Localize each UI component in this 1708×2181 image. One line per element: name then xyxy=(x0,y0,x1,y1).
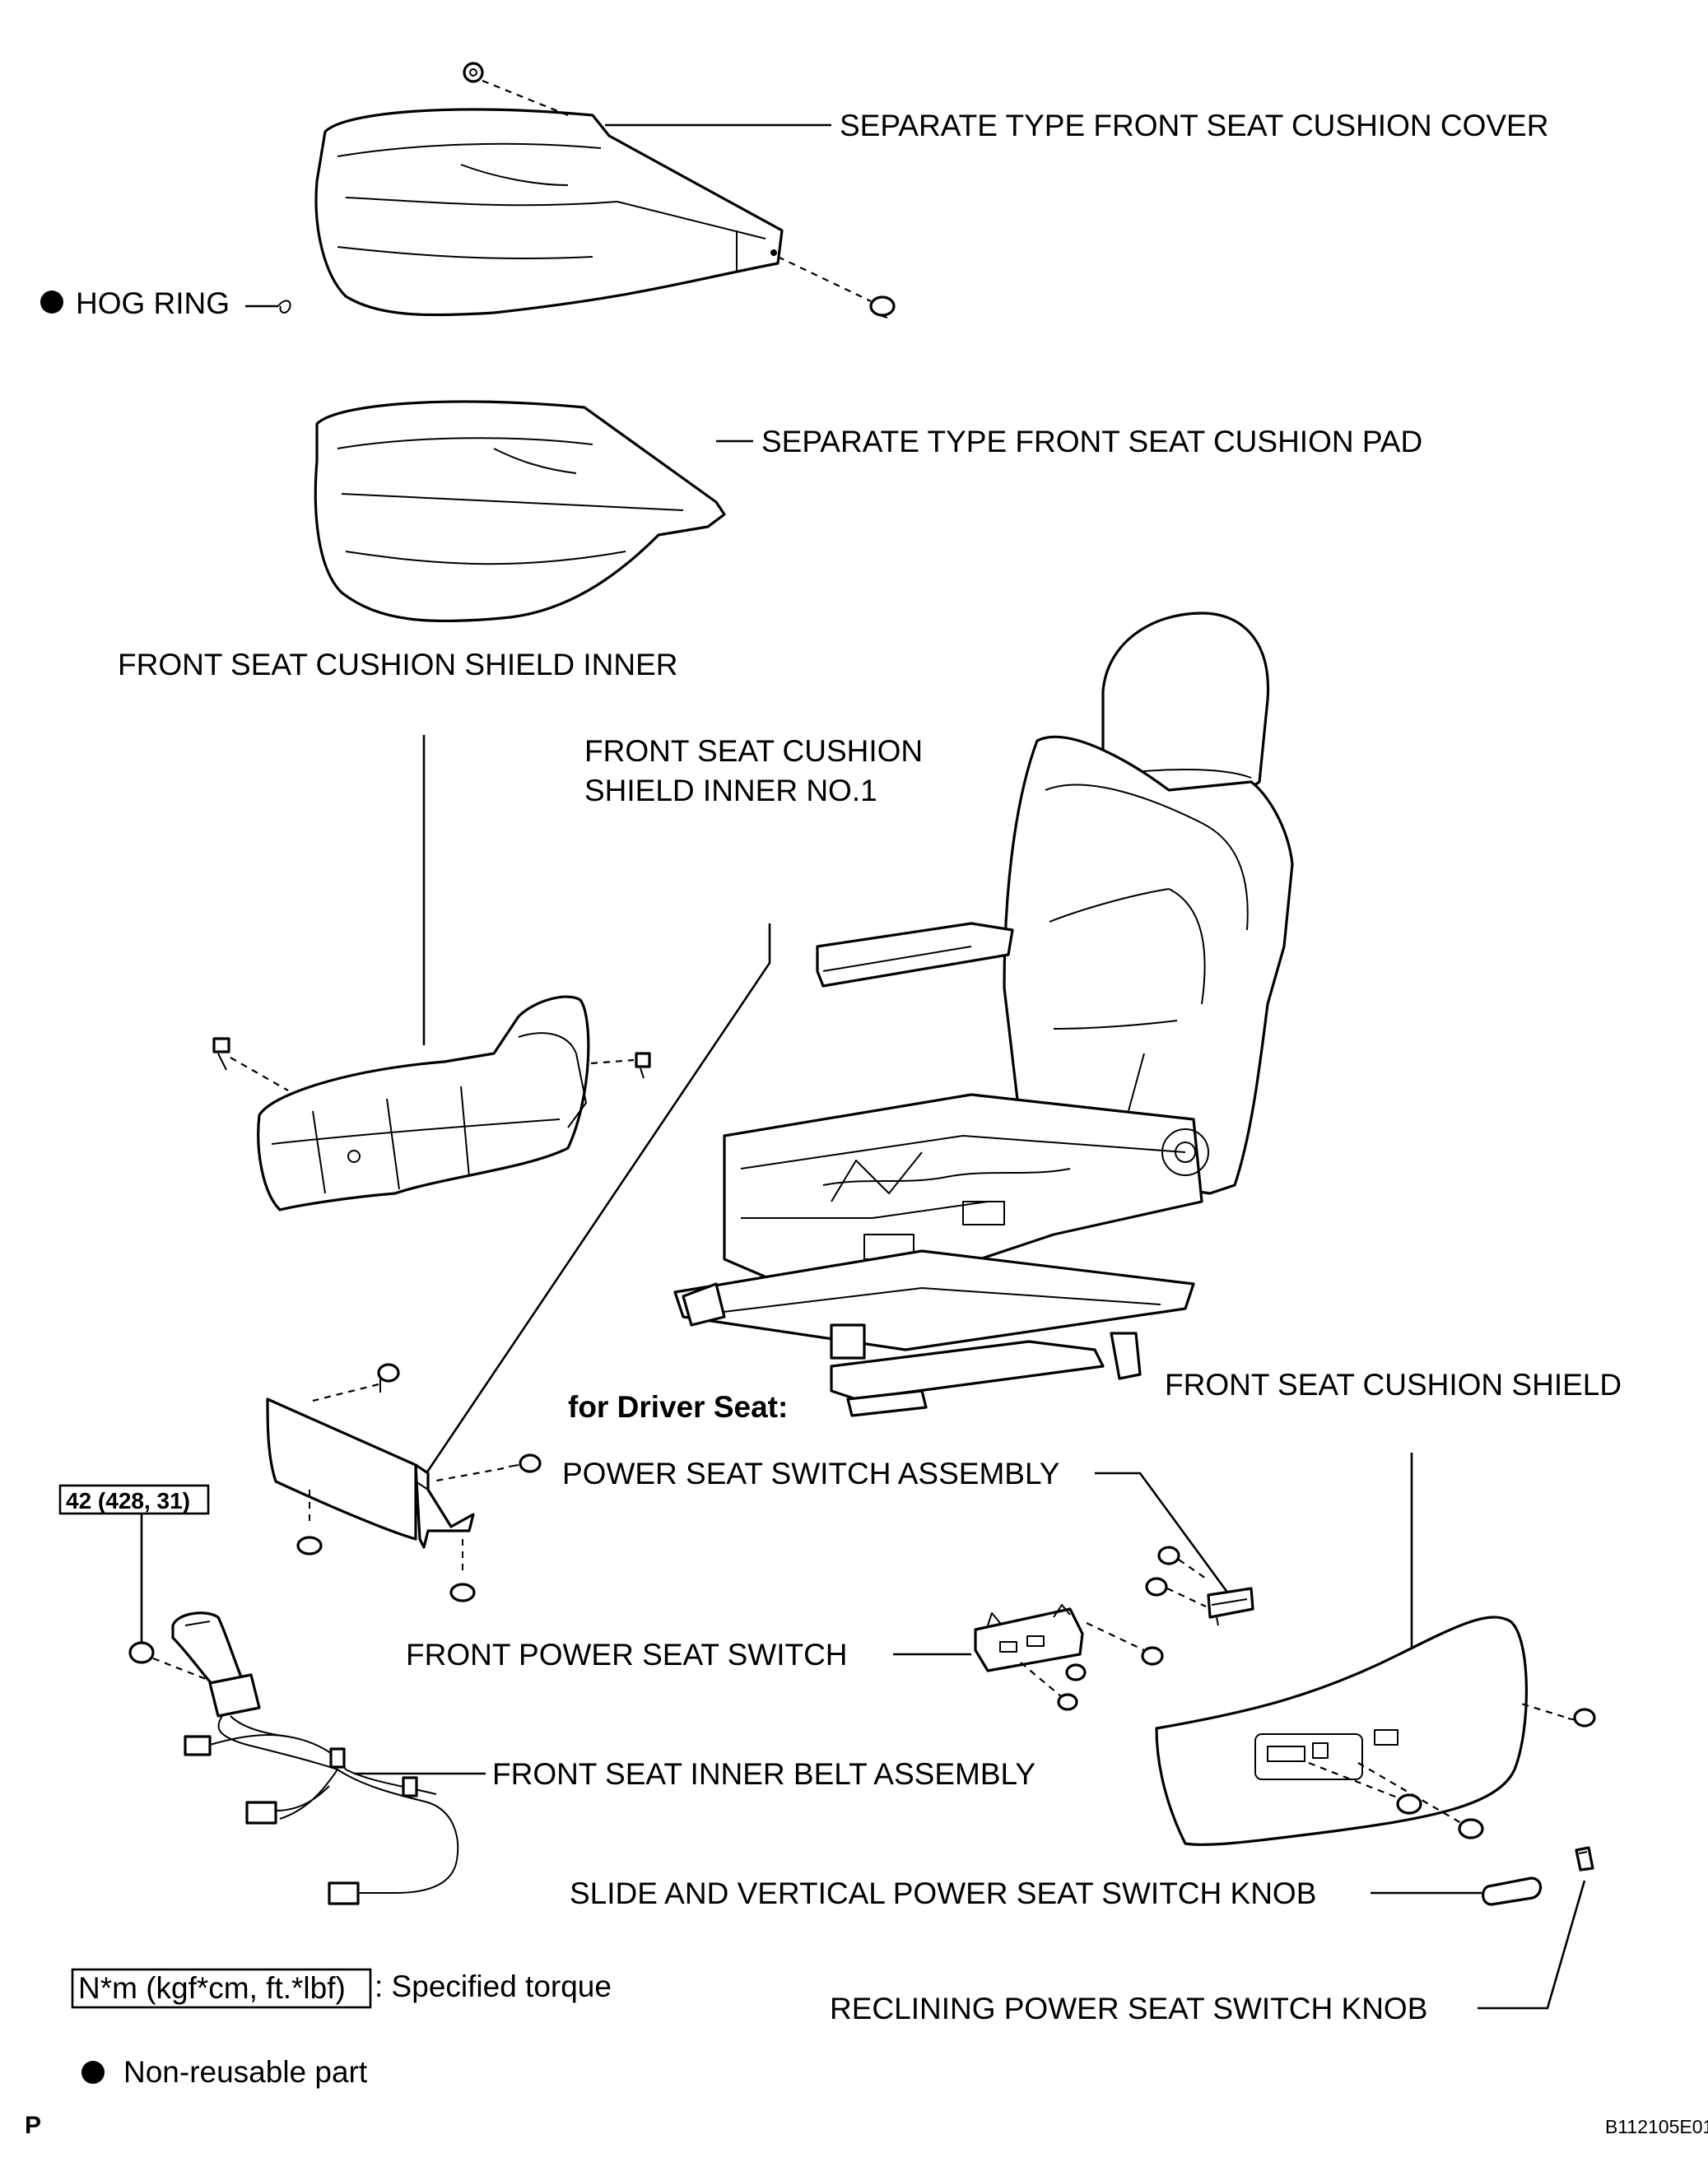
for-driver-seat-label: for Driver Seat: xyxy=(568,1390,788,1424)
shield-inner-no1-screw-right xyxy=(508,1453,542,1473)
shield-inner-screw-left xyxy=(212,1037,230,1071)
inner-belt-assembly-label: FRONT SEAT INNER BELT ASSEMBLY xyxy=(492,1757,1036,1791)
footer-left-mark: P xyxy=(25,2112,41,2139)
power-seat-switch-screw-1 xyxy=(1157,1546,1180,1565)
reclining-knob-part xyxy=(1575,1846,1594,1872)
slide-vertical-knob-label: SLIDE AND VERTICAL POWER SEAT SWITCH KNO… xyxy=(570,1876,1316,1910)
cushion-shield-screw-bottom-left xyxy=(1396,1793,1422,1815)
hog-ring-icon xyxy=(277,300,291,314)
cushion-shield-screw-bottom-right xyxy=(1458,1818,1484,1839)
power-seat-switch-assembly-part xyxy=(1207,1587,1254,1626)
power-seat-switch-screw-2 xyxy=(1145,1577,1168,1597)
shield-inner-no1-screw-top xyxy=(377,1363,400,1393)
torque-legend-box xyxy=(71,1968,372,2009)
front-power-seat-switch-screw-2 xyxy=(1065,1663,1087,1681)
slide-vertical-knob-part xyxy=(1482,1876,1543,1906)
shield-inner-part xyxy=(257,995,590,1211)
cushion-cover-part xyxy=(314,108,784,317)
legend: N*m (kgf*cm, ft.*lbf) : Specified torque… xyxy=(71,1968,612,2089)
cushion-cover-clip-top xyxy=(463,62,484,83)
torque-legend-text: : Specified torque xyxy=(375,1969,612,2003)
cushion-cover-clip-bottom xyxy=(869,295,896,319)
front-power-seat-switch-part xyxy=(974,1604,1084,1672)
hog-ring-callout: HOG RING xyxy=(40,286,291,320)
cushion-cover-label: SEPARATE TYPE FRONT SEAT CUSHION COVER xyxy=(840,109,1548,142)
torque-spec-box: 42 (428, 31) xyxy=(58,1484,210,1515)
figure-id: B112105E01 xyxy=(1605,2116,1708,2137)
reclining-knob-label: RECLINING POWER SEAT SWITCH KNOB xyxy=(830,1992,1427,2025)
cushion-pad-label: SEPARATE TYPE FRONT SEAT CUSHION PAD xyxy=(761,425,1422,458)
shield-inner-no1-label-line1: FRONT SEAT CUSHION xyxy=(584,734,923,768)
belt-nut xyxy=(128,1641,155,1664)
hog-ring-label: HOG RING xyxy=(76,286,230,320)
shield-inner-label: FRONT SEAT CUSHION SHIELD INNER xyxy=(118,648,678,681)
cushion-shield-part xyxy=(1155,1616,1528,1846)
power-seat-switch-assembly-label: POWER SEAT SWITCH ASSEMBLY xyxy=(562,1457,1059,1490)
shield-inner-screw-right xyxy=(635,1052,651,1079)
cushion-shield-label: FRONT SEAT CUSHION SHIELD xyxy=(1165,1368,1622,1402)
shield-inner-no1-screw-bottom-left xyxy=(296,1490,323,1556)
torque-legend-box-text: N*m (kgf*cm, ft.*lbf) xyxy=(78,1971,346,2005)
front-power-seat-switch-screw-1 xyxy=(1141,1646,1164,1666)
cushion-pad-part xyxy=(314,400,726,623)
front-power-seat-switch-label: FRONT POWER SEAT SWITCH xyxy=(406,1638,848,1672)
front-power-seat-switch-screw-3 xyxy=(1057,1693,1078,1711)
torque-value: 42 (428, 31) xyxy=(66,1488,190,1514)
non-reusable-bullet-icon xyxy=(40,291,63,314)
non-reusable-legend-icon xyxy=(81,2061,105,2084)
front-seat-assembly xyxy=(673,612,1294,1417)
shield-inner-no1-part xyxy=(266,1397,475,1549)
nonreusable-legend-text: Non-reusable part xyxy=(123,2055,368,2089)
shield-inner-no1-label-line2: SHIELD INNER NO.1 xyxy=(584,774,877,807)
cushion-shield-screw-right xyxy=(1567,1708,1596,1728)
inner-belt-assembly-part xyxy=(171,1611,459,1905)
shield-inner-no1-screw-bottom-right xyxy=(449,1539,476,1602)
